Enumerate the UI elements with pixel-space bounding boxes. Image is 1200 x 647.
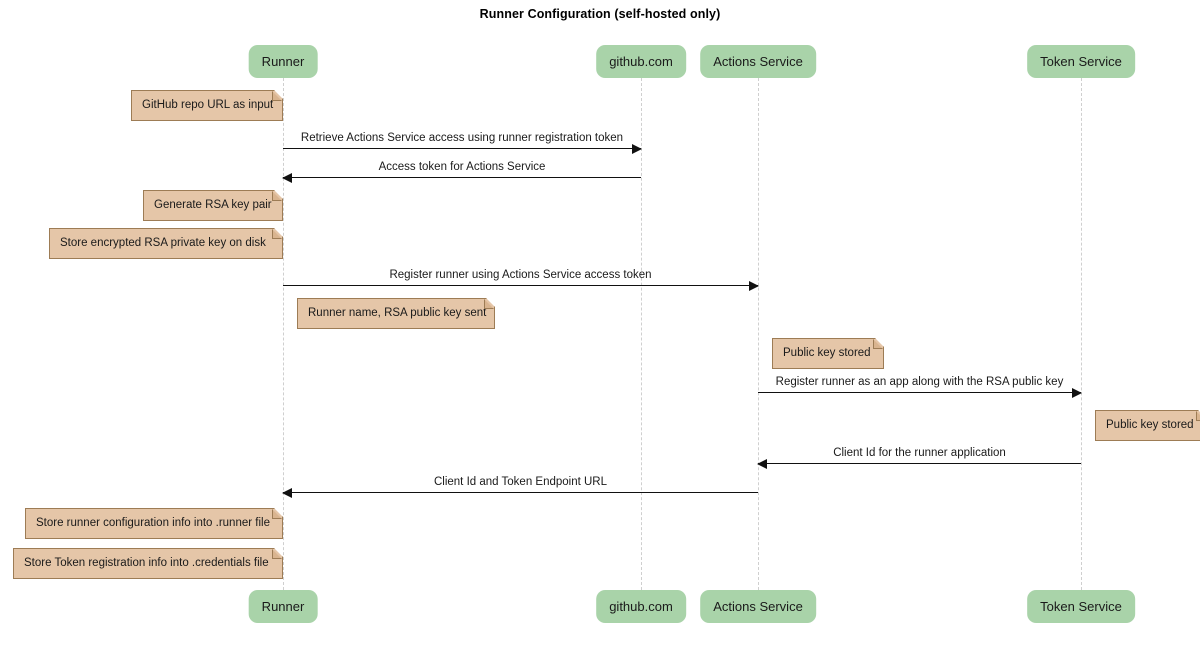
note-text: Runner name, RSA public key sent bbox=[308, 307, 487, 319]
message-line bbox=[283, 148, 641, 149]
participant-label: Token Service bbox=[1040, 599, 1122, 614]
participant-token-bottom[interactable]: Token Service bbox=[1027, 590, 1135, 623]
note-fold-corner-icon bbox=[272, 549, 282, 559]
note-n3[interactable]: Store encrypted RSA private key on disk bbox=[49, 228, 283, 259]
message-label: Retrieve Actions Service access using ru… bbox=[300, 132, 624, 144]
note-n8[interactable]: Store Token registration info into .cred… bbox=[13, 548, 283, 579]
arrowhead-icon bbox=[282, 172, 292, 183]
note-fold-corner-icon bbox=[484, 299, 494, 309]
message-label: Register runner as an app along with the… bbox=[775, 376, 1064, 388]
note-text: Generate RSA key pair bbox=[154, 199, 272, 211]
message-label: Client Id for the runner application bbox=[833, 447, 1006, 459]
arrowhead-icon bbox=[632, 143, 642, 154]
arrowhead-icon bbox=[749, 280, 759, 291]
note-fold-corner-icon bbox=[873, 339, 883, 349]
note-n5[interactable]: Public key stored bbox=[772, 338, 884, 369]
page-title: Runner Configuration (self-hosted only) bbox=[479, 7, 721, 21]
participant-label: Runner bbox=[261, 599, 305, 614]
message-line bbox=[758, 392, 1081, 393]
note-text: GitHub repo URL as input bbox=[142, 99, 274, 111]
participant-label: Token Service bbox=[1040, 54, 1122, 69]
note-n2[interactable]: Generate RSA key pair bbox=[143, 190, 283, 221]
note-n6[interactable]: Public key stored bbox=[1095, 410, 1200, 441]
message-line bbox=[283, 285, 758, 286]
note-fold-corner-icon bbox=[1196, 411, 1200, 421]
arrowhead-icon bbox=[1072, 387, 1082, 398]
participant-label: Actions Service bbox=[713, 599, 803, 614]
message-label: Access token for Actions Service bbox=[378, 161, 546, 173]
message-line bbox=[758, 463, 1081, 464]
message-label: Register runner using Actions Service ac… bbox=[389, 269, 652, 281]
participant-runner-top[interactable]: Runner bbox=[248, 45, 318, 78]
participant-actions-top[interactable]: Actions Service bbox=[700, 45, 816, 78]
note-text: Public key stored bbox=[1106, 419, 1194, 431]
note-text: Public key stored bbox=[783, 347, 871, 359]
message-label: Client Id and Token Endpoint URL bbox=[433, 476, 608, 488]
arrowhead-icon bbox=[757, 458, 767, 469]
note-n4[interactable]: Runner name, RSA public key sent bbox=[297, 298, 495, 329]
lifeline-github bbox=[641, 78, 642, 590]
lifeline-actions bbox=[758, 78, 759, 590]
participant-token-top[interactable]: Token Service bbox=[1027, 45, 1135, 78]
lifeline-runner bbox=[283, 78, 284, 590]
note-n1[interactable]: GitHub repo URL as input bbox=[131, 90, 283, 121]
message-line bbox=[283, 492, 758, 493]
note-fold-corner-icon bbox=[272, 509, 282, 519]
participant-label: github.com bbox=[609, 599, 673, 614]
participant-actions-bottom[interactable]: Actions Service bbox=[700, 590, 816, 623]
lifeline-token bbox=[1081, 78, 1082, 590]
note-text: Store runner configuration info into .ru… bbox=[36, 517, 270, 529]
participant-github-bottom[interactable]: github.com bbox=[596, 590, 686, 623]
arrowhead-icon bbox=[282, 487, 292, 498]
participant-label: Actions Service bbox=[713, 54, 803, 69]
note-fold-corner-icon bbox=[272, 191, 282, 201]
note-fold-corner-icon bbox=[272, 229, 282, 239]
participant-github-top[interactable]: github.com bbox=[596, 45, 686, 78]
note-n7[interactable]: Store runner configuration info into .ru… bbox=[25, 508, 283, 539]
message-line bbox=[283, 177, 641, 178]
note-text: Store Token registration info into .cred… bbox=[24, 557, 269, 569]
note-fold-corner-icon bbox=[272, 91, 282, 101]
participant-label: github.com bbox=[609, 54, 673, 69]
participant-runner-bottom[interactable]: Runner bbox=[248, 590, 318, 623]
participant-label: Runner bbox=[261, 54, 305, 69]
note-text: Store encrypted RSA private key on disk bbox=[60, 237, 266, 249]
